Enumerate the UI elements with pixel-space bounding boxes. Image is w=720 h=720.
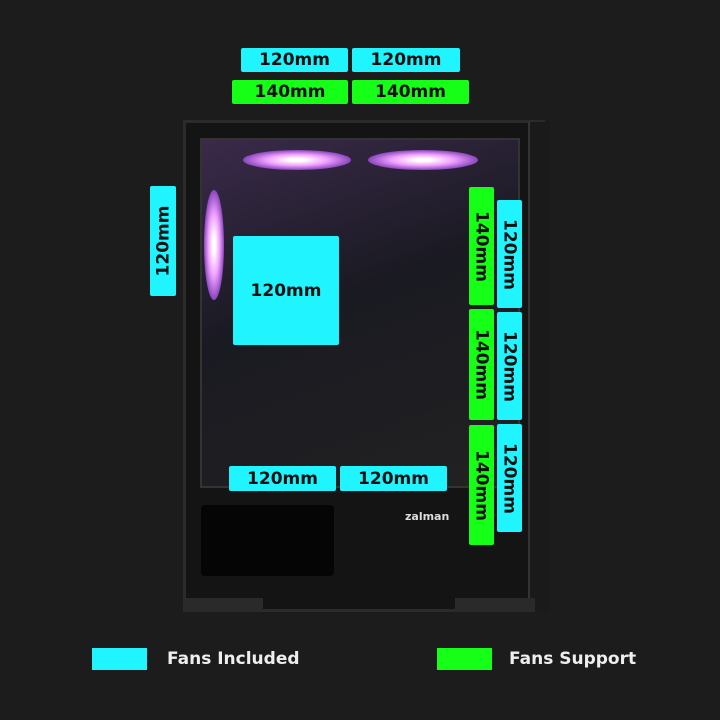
top-fan-support-label: 140mm [232, 80, 348, 104]
front-fan-support-label: 140mm [469, 309, 494, 420]
case-foot [183, 598, 263, 612]
bottom-fan-included-label: 120mm [340, 466, 447, 491]
rear-fan-rgb [204, 190, 224, 300]
front-fan-support-label: 140mm [469, 187, 494, 305]
legend-label-included: Fans Included [167, 649, 300, 669]
top-fan-rgb [243, 150, 351, 170]
bottom-fan-included-label: 120mm [229, 466, 336, 491]
legend-label-support: Fans Support [509, 649, 637, 669]
legend-swatch-support [437, 648, 492, 670]
top-fan-support-label: 140mm [352, 80, 469, 104]
label-text: 140mm [471, 449, 492, 521]
top-fan-included-label: 120mm [241, 48, 348, 72]
legend-swatch-included [92, 648, 147, 670]
label-text: 120mm [499, 330, 520, 402]
cpu-area-included-label: 120mm [233, 236, 339, 345]
top-fan-rgb [368, 150, 478, 170]
psu-shroud-window [201, 505, 334, 576]
front-fan-included-label: 120mm [497, 424, 522, 532]
front-panel [528, 122, 550, 612]
top-fan-included-label: 120mm [352, 48, 460, 72]
label-text: 140mm [471, 210, 492, 282]
rear-fan-included-label: 120mm [150, 186, 176, 296]
front-fan-included-label: 120mm [497, 312, 522, 420]
label-text: 120mm [153, 205, 174, 277]
label-text: 120mm [499, 442, 520, 514]
label-text: 120mm [499, 218, 520, 290]
case-foot [455, 598, 535, 612]
front-fan-included-label: 120mm [497, 200, 522, 308]
front-fan-support-label: 140mm [469, 425, 494, 545]
label-text: 140mm [471, 329, 492, 400]
brand-logo: zalman [405, 510, 450, 523]
